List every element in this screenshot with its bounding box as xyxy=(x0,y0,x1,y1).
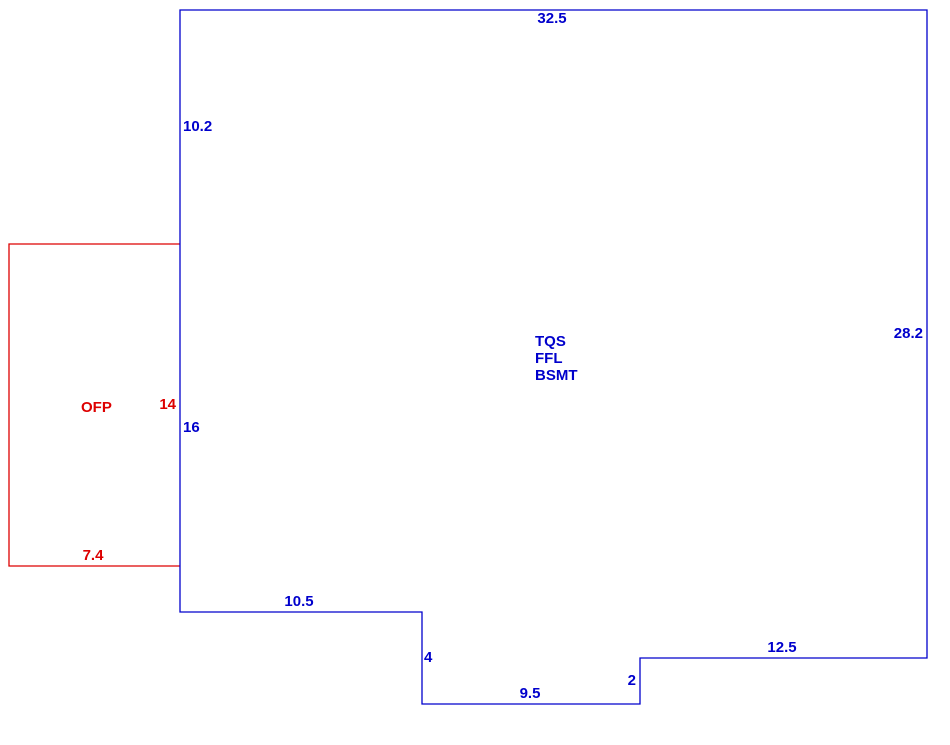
dim-bottom-right: 12.5 xyxy=(767,639,796,656)
porch-dim-side: 14 xyxy=(159,396,176,413)
porch-dim-bottom: 7.4 xyxy=(83,547,105,564)
dim-step-up: 2 xyxy=(628,672,636,689)
dim-top: 32.5 xyxy=(537,10,566,27)
dim-bottom-left: 10.5 xyxy=(284,593,313,610)
porch-outline xyxy=(8,243,180,567)
area-label-tqs: TQS xyxy=(535,333,566,350)
area-label-bsmt: BSMT xyxy=(535,367,578,384)
dim-left-upper: 10.2 xyxy=(183,118,212,135)
dim-step-down: 4 xyxy=(424,649,433,666)
dim-left-lower: 16 xyxy=(183,419,200,436)
dim-bottom-middle: 9.5 xyxy=(520,685,541,702)
porch-label: OFP xyxy=(81,399,112,416)
area-label-ffl: FFL xyxy=(535,350,563,367)
main-building-outline xyxy=(179,9,928,705)
dim-right: 28.2 xyxy=(894,325,923,342)
